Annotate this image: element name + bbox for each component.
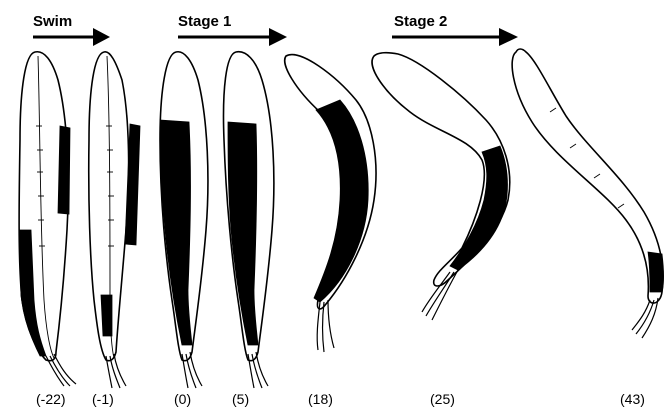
frame-label-6: (25): [430, 391, 455, 407]
fish-outline-frame-2: [89, 52, 140, 388]
arrow-head-icon: [269, 28, 287, 46]
stage-label-stage-1: Stage 1: [178, 13, 231, 30]
frame-label-2: (-1): [92, 391, 114, 407]
muscle-band-frame-4: [228, 122, 258, 345]
fish-outline-frame-4: [224, 52, 274, 388]
stage-header-swim: Swim: [33, 13, 110, 46]
muscle-band-frame-7: [648, 252, 664, 292]
fish-outline-frame-3: [160, 52, 208, 388]
fish-outline-frame-7: [512, 49, 663, 338]
stage-header-stage-1: Stage 1: [178, 13, 287, 46]
fish-outline-frame-5: [285, 55, 376, 352]
frame-labels: (-22) (-1) (0) (5) (18) (25) (43): [36, 391, 645, 407]
fish-outline-frame-1: [19, 52, 76, 386]
muscle-band-frame-2-b: [101, 295, 112, 336]
arrow-head-icon: [499, 28, 518, 46]
frame-label-3: (0): [174, 391, 191, 407]
stage-header-stage-2: Stage 2: [392, 13, 518, 46]
frame-label-1: (-22): [36, 391, 66, 407]
frame-label-7: (43): [620, 391, 645, 407]
arrow-head-icon: [93, 28, 110, 46]
fish-outline-frame-6: [372, 53, 510, 320]
stage-label-stage-2: Stage 2: [394, 13, 447, 30]
frame-label-5: (18): [308, 391, 333, 407]
frame-label-4: (5): [232, 391, 249, 407]
muscle-band-frame-1-a: [58, 126, 70, 214]
stage-label-swim: Swim: [33, 13, 72, 30]
